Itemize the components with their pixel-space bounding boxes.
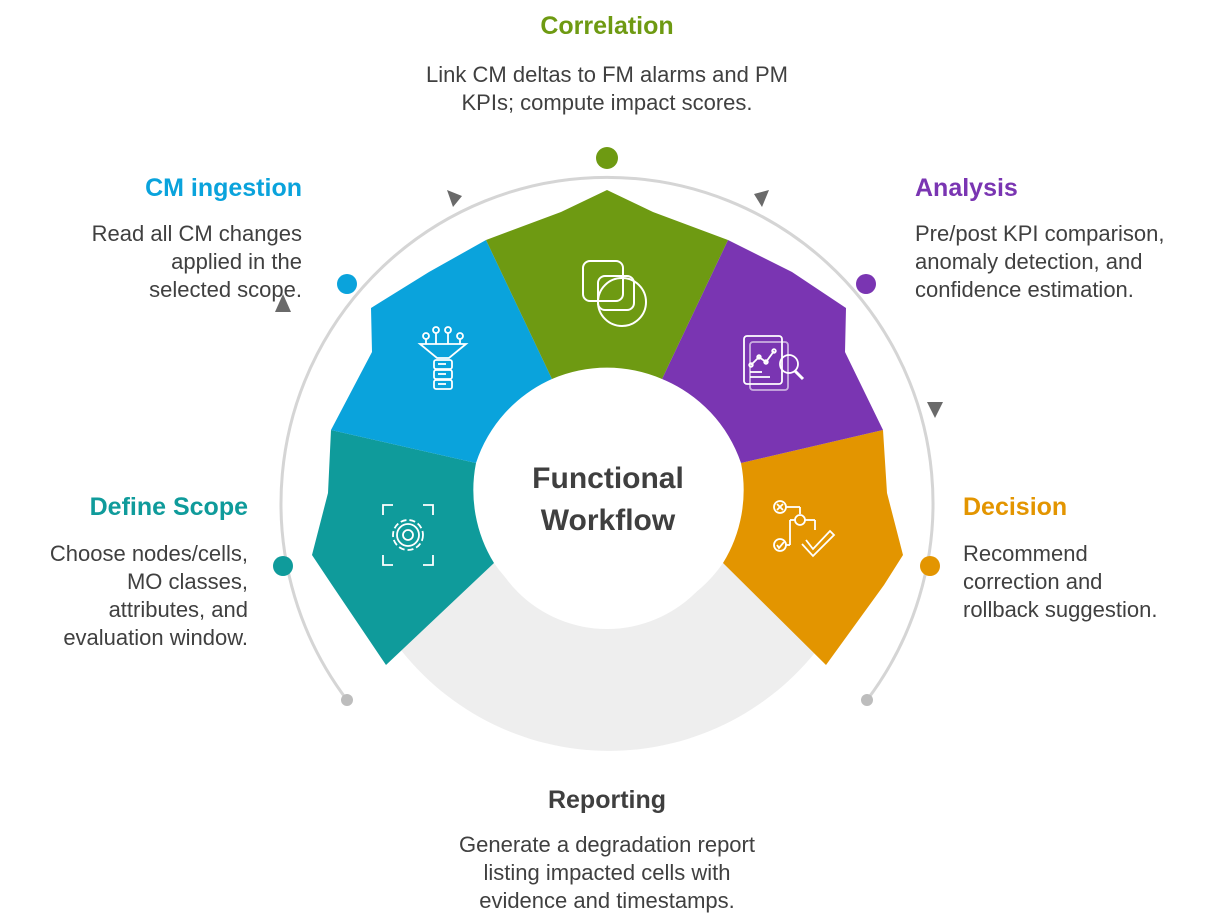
step-desc-line: Read all CM changes — [91, 221, 302, 246]
step-desc-line: selected scope. — [149, 277, 302, 302]
center-title-line2: Workflow — [540, 504, 676, 537]
step-title-analysis: Analysis — [915, 174, 1018, 202]
arrow-marker-2 — [447, 190, 462, 207]
step-desc-line: Choose nodes/cells, — [49, 541, 248, 566]
step-desc-line: applied in the — [171, 249, 302, 274]
step-desc-line: Link CM deltas to FM alarms and PM — [426, 62, 788, 87]
step-desc-line: Generate a degradation report — [459, 832, 755, 857]
arrow-marker-1 — [275, 294, 291, 312]
step-desc-line: correction and — [963, 569, 1103, 594]
step-desc-line: listing impacted cells with — [483, 860, 731, 885]
marker-end-right — [861, 694, 873, 706]
step-desc-line: Recommend — [963, 541, 1088, 566]
segment-decision — [723, 430, 903, 665]
arrow-marker-3 — [754, 190, 769, 207]
step-desc-cm-ingestion: Read all CM changes applied in the selec… — [30, 220, 302, 304]
gear-focus-icon — [382, 504, 434, 566]
segment-define-scope — [312, 430, 494, 665]
step-title-correlation: Correlation — [540, 12, 674, 40]
step-title-cm-ingestion: CM ingestion — [145, 174, 302, 202]
marker-define-scope — [273, 556, 293, 576]
step-desc-line: rollback suggestion. — [963, 597, 1158, 622]
center-title-line1: Functional — [532, 462, 684, 495]
step-desc-analysis: Pre/post KPI comparison, anomaly detecti… — [915, 220, 1215, 304]
segment-reporting — [392, 563, 826, 751]
step-desc-define-scope: Choose nodes/cells, MO classes, attribut… — [5, 540, 248, 652]
marker-end-left — [341, 694, 353, 706]
step-title-define-scope: Define Scope — [89, 493, 248, 521]
outer-ring — [279, 175, 935, 701]
step-desc-line: MO classes, — [126, 569, 248, 594]
step-desc-line: confidence estimation. — [915, 277, 1134, 302]
marker-cm-ingestion — [337, 274, 357, 294]
funnel-database-icon — [417, 326, 469, 390]
step-desc-line: anomaly detection, and — [915, 249, 1143, 274]
arrow-marker-4 — [927, 402, 943, 418]
step-desc-correlation: Link CM deltas to FM alarms and PM KPIs;… — [357, 61, 857, 117]
step-desc-reporting: Generate a degradation report listing im… — [407, 831, 807, 915]
step-desc-line: KPIs; compute impact scores. — [461, 90, 753, 115]
center-title: Functional Workflow — [498, 458, 718, 542]
step-desc-line: evidence and timestamps. — [479, 888, 735, 913]
center-circle — [481, 377, 733, 629]
step-title-decision: Decision — [963, 493, 1068, 521]
step-desc-line: Pre/post KPI comparison, — [915, 221, 1165, 246]
marker-correlation — [596, 147, 618, 169]
overlapping-shapes-icon — [582, 260, 647, 327]
marker-analysis — [856, 274, 876, 294]
step-desc-line: attributes, and — [108, 597, 248, 622]
decision-flow-icon — [773, 500, 836, 558]
step-title-reporting: Reporting — [547, 786, 667, 814]
step-desc-decision: Recommend correction and rollback sugges… — [963, 540, 1213, 624]
report-magnifier-icon — [743, 335, 805, 391]
step-desc-line: evaluation window. — [63, 625, 248, 650]
marker-decision — [920, 556, 940, 576]
segment-cm-ingestion — [331, 240, 552, 463]
